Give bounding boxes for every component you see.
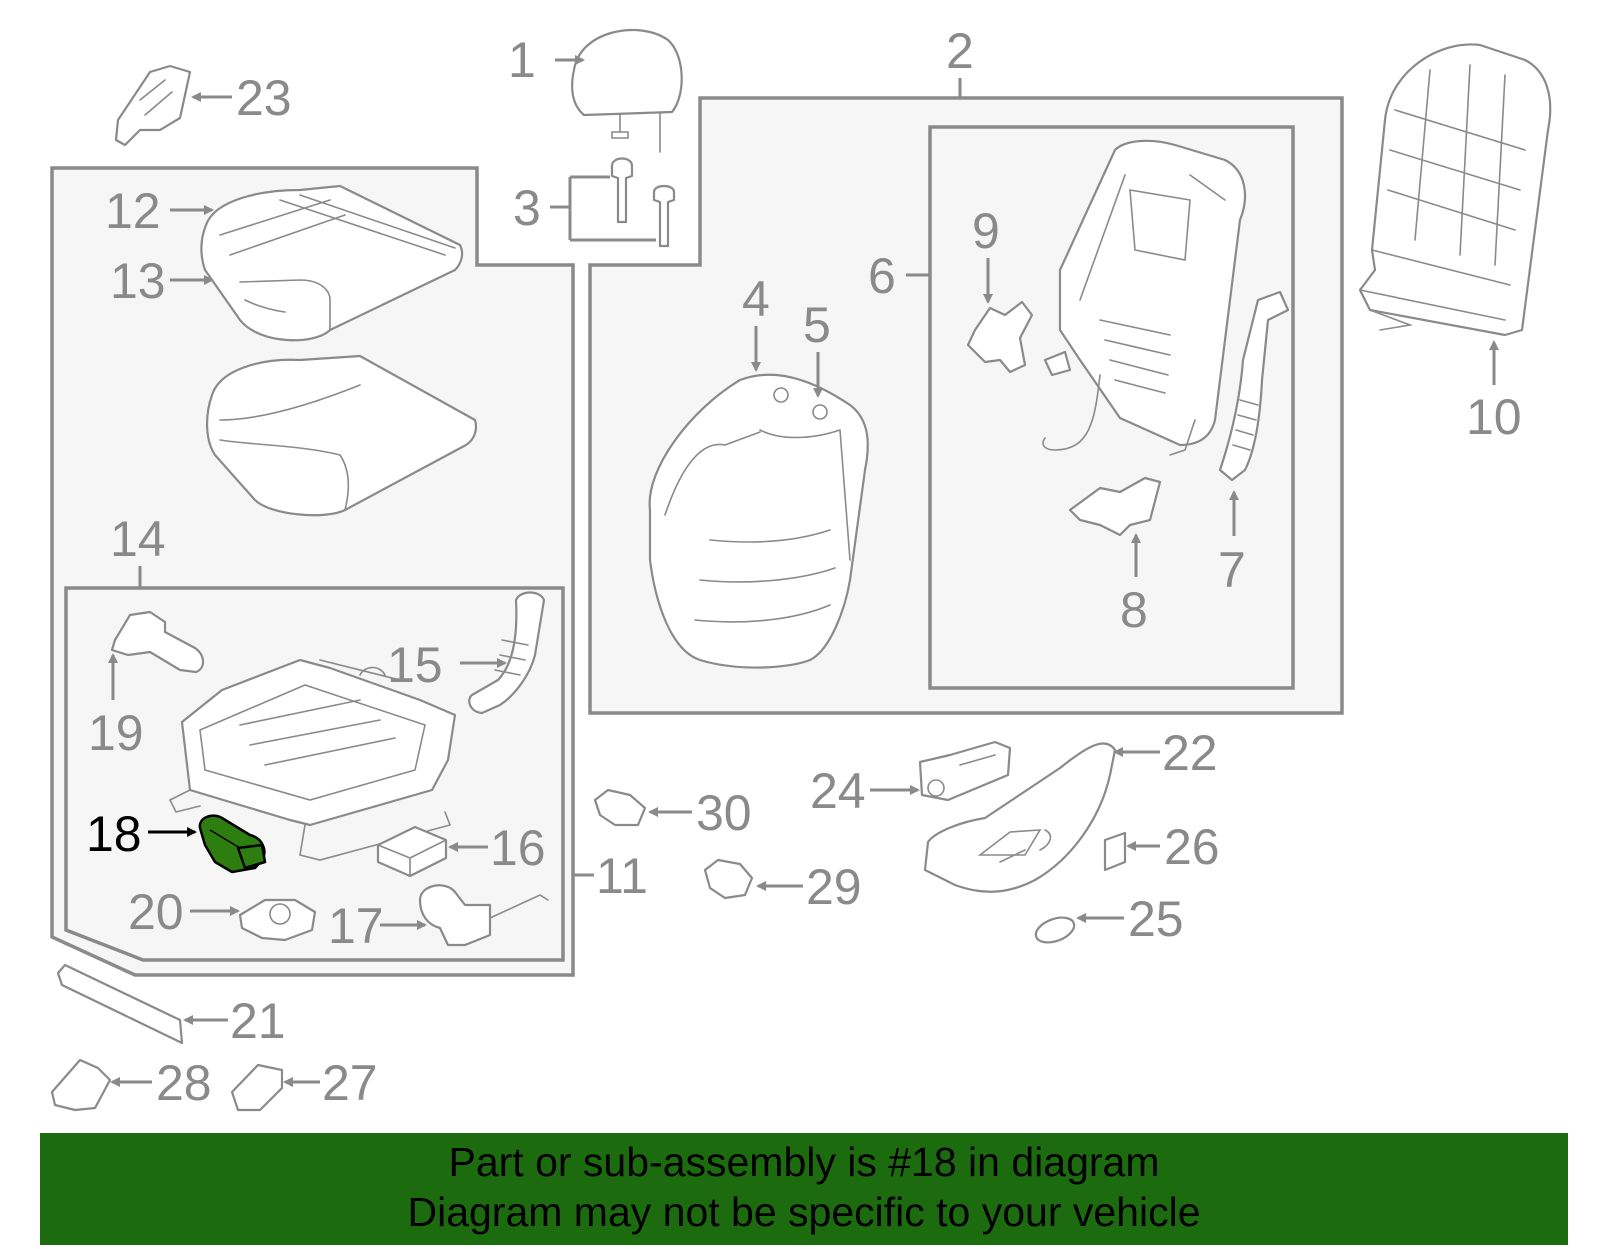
seatback-panel-part bbox=[1358, 43, 1552, 337]
cover-clip-a-part bbox=[703, 858, 754, 900]
grommet-part bbox=[1034, 916, 1076, 944]
callout-18[interactable]: 18 bbox=[86, 806, 142, 862]
callout-6[interactable]: 6 bbox=[868, 248, 896, 304]
callout-8[interactable]: 8 bbox=[1120, 582, 1148, 638]
seatback-frame-part bbox=[1042, 139, 1247, 456]
motor-part bbox=[418, 884, 549, 947]
callout-3[interactable]: 3 bbox=[513, 180, 541, 236]
callout-7[interactable]: 7 bbox=[1218, 542, 1246, 598]
callout-9[interactable]: 9 bbox=[972, 203, 1000, 259]
height-adjuster-part bbox=[110, 610, 205, 674]
callout-13[interactable]: 13 bbox=[110, 253, 166, 309]
frame-bracket-part bbox=[1068, 476, 1162, 537]
end-cap-b-part bbox=[50, 1058, 112, 1112]
banner-line-disclaimer: Diagram may not be specific to your vehi… bbox=[407, 1189, 1201, 1235]
clip-part bbox=[1103, 831, 1127, 872]
callout-16[interactable]: 16 bbox=[490, 820, 546, 876]
callout-24[interactable]: 24 bbox=[810, 763, 866, 819]
callout-11[interactable]: 11 bbox=[596, 848, 648, 904]
callout-25[interactable]: 25 bbox=[1128, 891, 1184, 947]
side-trim-part bbox=[56, 963, 184, 1045]
callout-19[interactable]: 19 bbox=[88, 705, 144, 761]
cushion-cover-part bbox=[200, 184, 464, 342]
callout-1[interactable]: 1 bbox=[508, 32, 536, 88]
leader-lines bbox=[108, 55, 1499, 1087]
lumbar-cover-part bbox=[238, 898, 317, 942]
callout-28[interactable]: 28 bbox=[156, 1055, 212, 1111]
control-module-part bbox=[376, 825, 448, 878]
part-info-banner: Part or sub-assembly is #18 in diagram D… bbox=[40, 1133, 1568, 1245]
callout-26[interactable]: 26 bbox=[1164, 819, 1220, 875]
callout-17[interactable]: 17 bbox=[328, 898, 384, 954]
headrest-guide-part bbox=[610, 157, 676, 248]
callout-5[interactable]: 5 bbox=[803, 297, 831, 353]
trim-cover-part bbox=[114, 64, 192, 147]
banner-line-part-number: Part or sub-assembly is #18 in diagram bbox=[448, 1139, 1160, 1185]
callout-30[interactable]: 30 bbox=[696, 785, 752, 841]
callout-2[interactable]: 2 bbox=[946, 23, 974, 79]
callout-labels: 1 2 3 4 5 6 7 8 9 10 11 12 13 14 15 16 1… bbox=[86, 23, 1522, 1111]
cover-clip-b-part bbox=[593, 788, 647, 827]
callout-23[interactable]: 23 bbox=[236, 70, 292, 126]
cushion-pad-part bbox=[205, 354, 478, 517]
callout-12[interactable]: 12 bbox=[105, 183, 161, 239]
end-cap-a-part bbox=[230, 1063, 284, 1112]
callout-22[interactable]: 22 bbox=[1162, 725, 1218, 781]
callout-4[interactable]: 4 bbox=[742, 271, 770, 327]
callout-27[interactable]: 27 bbox=[322, 1055, 378, 1111]
seat-track-frame-part bbox=[168, 658, 457, 861]
callout-15[interactable]: 15 bbox=[387, 637, 443, 693]
track-cover-part bbox=[468, 591, 546, 715]
callout-29[interactable]: 29 bbox=[806, 859, 862, 915]
switch-part bbox=[918, 740, 1012, 802]
side-shield-part bbox=[923, 742, 1117, 893]
side-bracket-part bbox=[966, 300, 1034, 374]
headrest-part bbox=[571, 28, 683, 153]
belt-guide-part bbox=[1218, 290, 1290, 482]
callout-10[interactable]: 10 bbox=[1466, 389, 1522, 445]
seat-adjust-motor-highlight[interactable] bbox=[198, 814, 267, 874]
callout-20[interactable]: 20 bbox=[128, 884, 184, 940]
callout-21[interactable]: 21 bbox=[230, 993, 286, 1049]
callout-14[interactable]: 14 bbox=[110, 511, 166, 567]
seatback-cover-part bbox=[648, 373, 869, 669]
